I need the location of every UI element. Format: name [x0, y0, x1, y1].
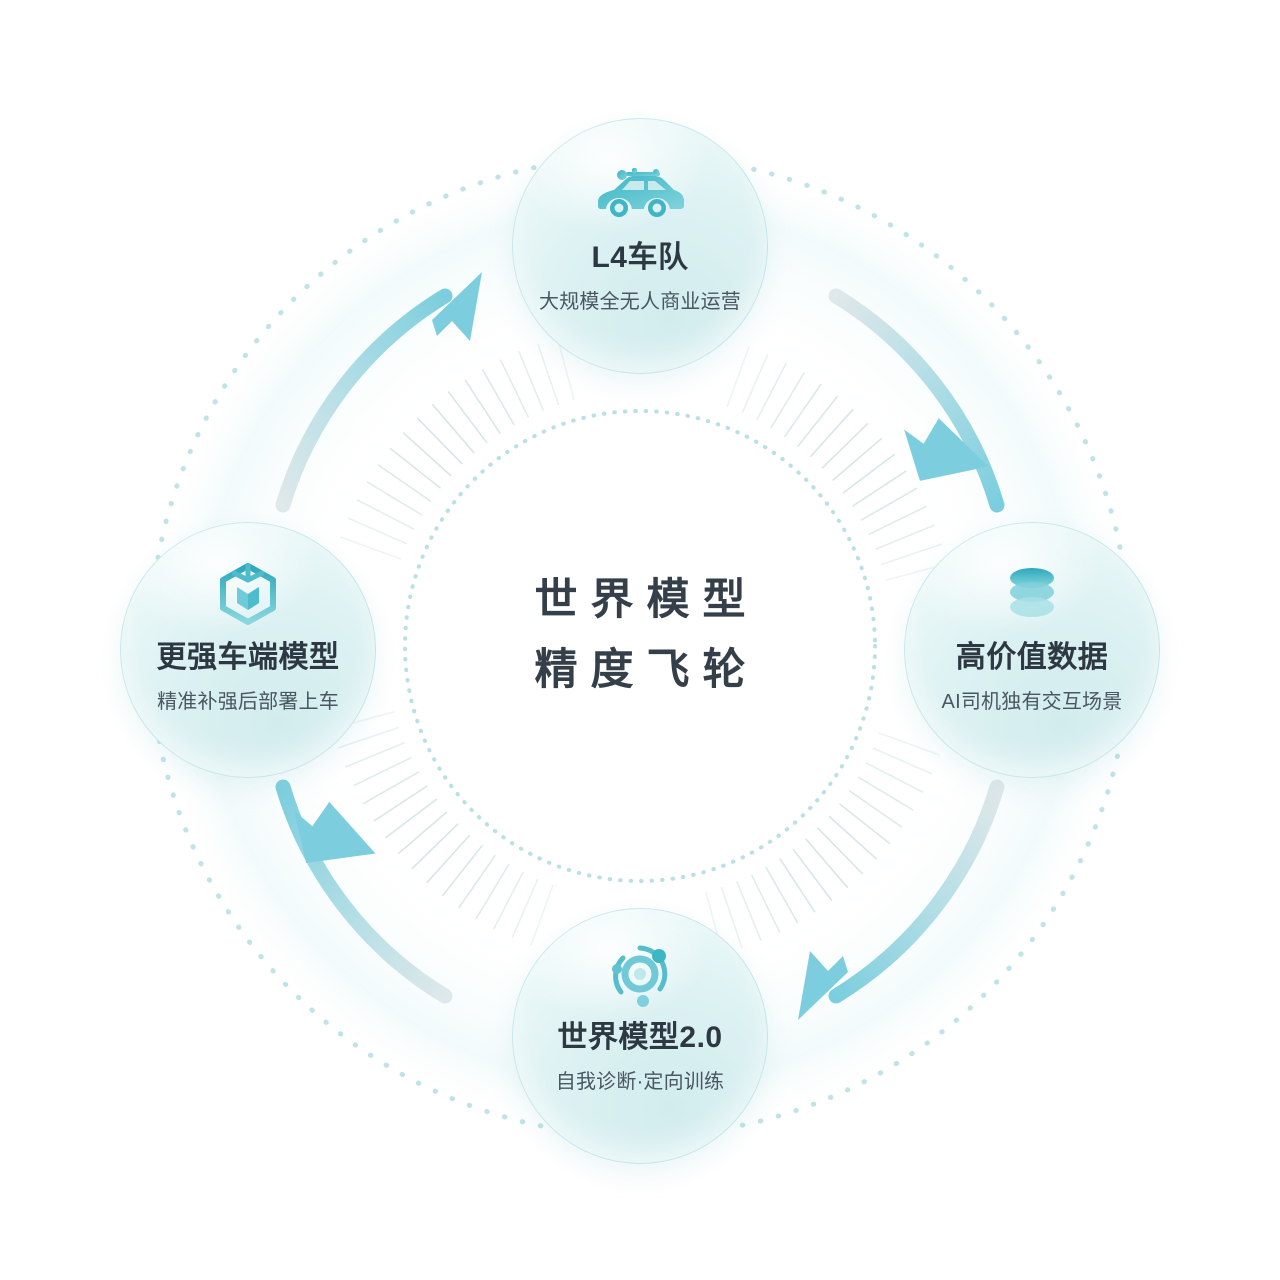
background-halo	[140, 146, 1140, 1146]
node-title: L4车队	[591, 241, 689, 274]
robotaxi-car-icon	[592, 166, 688, 222]
node-stronger-onboard-model[interactable]: 更强车端模型 精准补强后部署上车	[120, 522, 376, 778]
center-line-1: 世界模型	[534, 576, 759, 624]
node-subtitle: 大规模全无人商业运营	[539, 291, 741, 313]
arrow-left-to-top	[275, 272, 482, 513]
database-stack-icon	[1002, 566, 1062, 622]
orbit-atom-icon	[607, 945, 673, 1007]
node-l4-fleet[interactable]: L4车队 大规模全无人商业运营	[512, 118, 768, 374]
arrow-bottom-to-left	[275, 779, 453, 1004]
cube-box-icon	[219, 563, 277, 625]
node-subtitle: AI司机独有交互场景	[941, 691, 1123, 713]
node-world-model-2[interactable]: 世界模型2.0 自我诊断·定向训练	[512, 908, 768, 1164]
inner-dotted-ring	[403, 409, 877, 883]
node-title: 高价值数据	[955, 641, 1109, 674]
node-high-value-data[interactable]: 高价值数据 AI司机独有交互场景	[904, 522, 1160, 778]
arrow-right-to-bottom	[798, 779, 1005, 1020]
center-line-2: 精度飞轮	[534, 646, 759, 694]
node-subtitle: 精准补强后部署上车	[157, 691, 339, 713]
arrow-top-to-right	[828, 288, 1005, 513]
node-title: 更强车端模型	[156, 641, 340, 674]
node-title: 世界模型2.0	[557, 1021, 723, 1054]
node-subtitle: 自我诊断·定向训练	[555, 1071, 725, 1093]
center-label: 世界模型 精度飞轮	[440, 565, 840, 705]
radial-tick-marks	[331, 337, 949, 955]
